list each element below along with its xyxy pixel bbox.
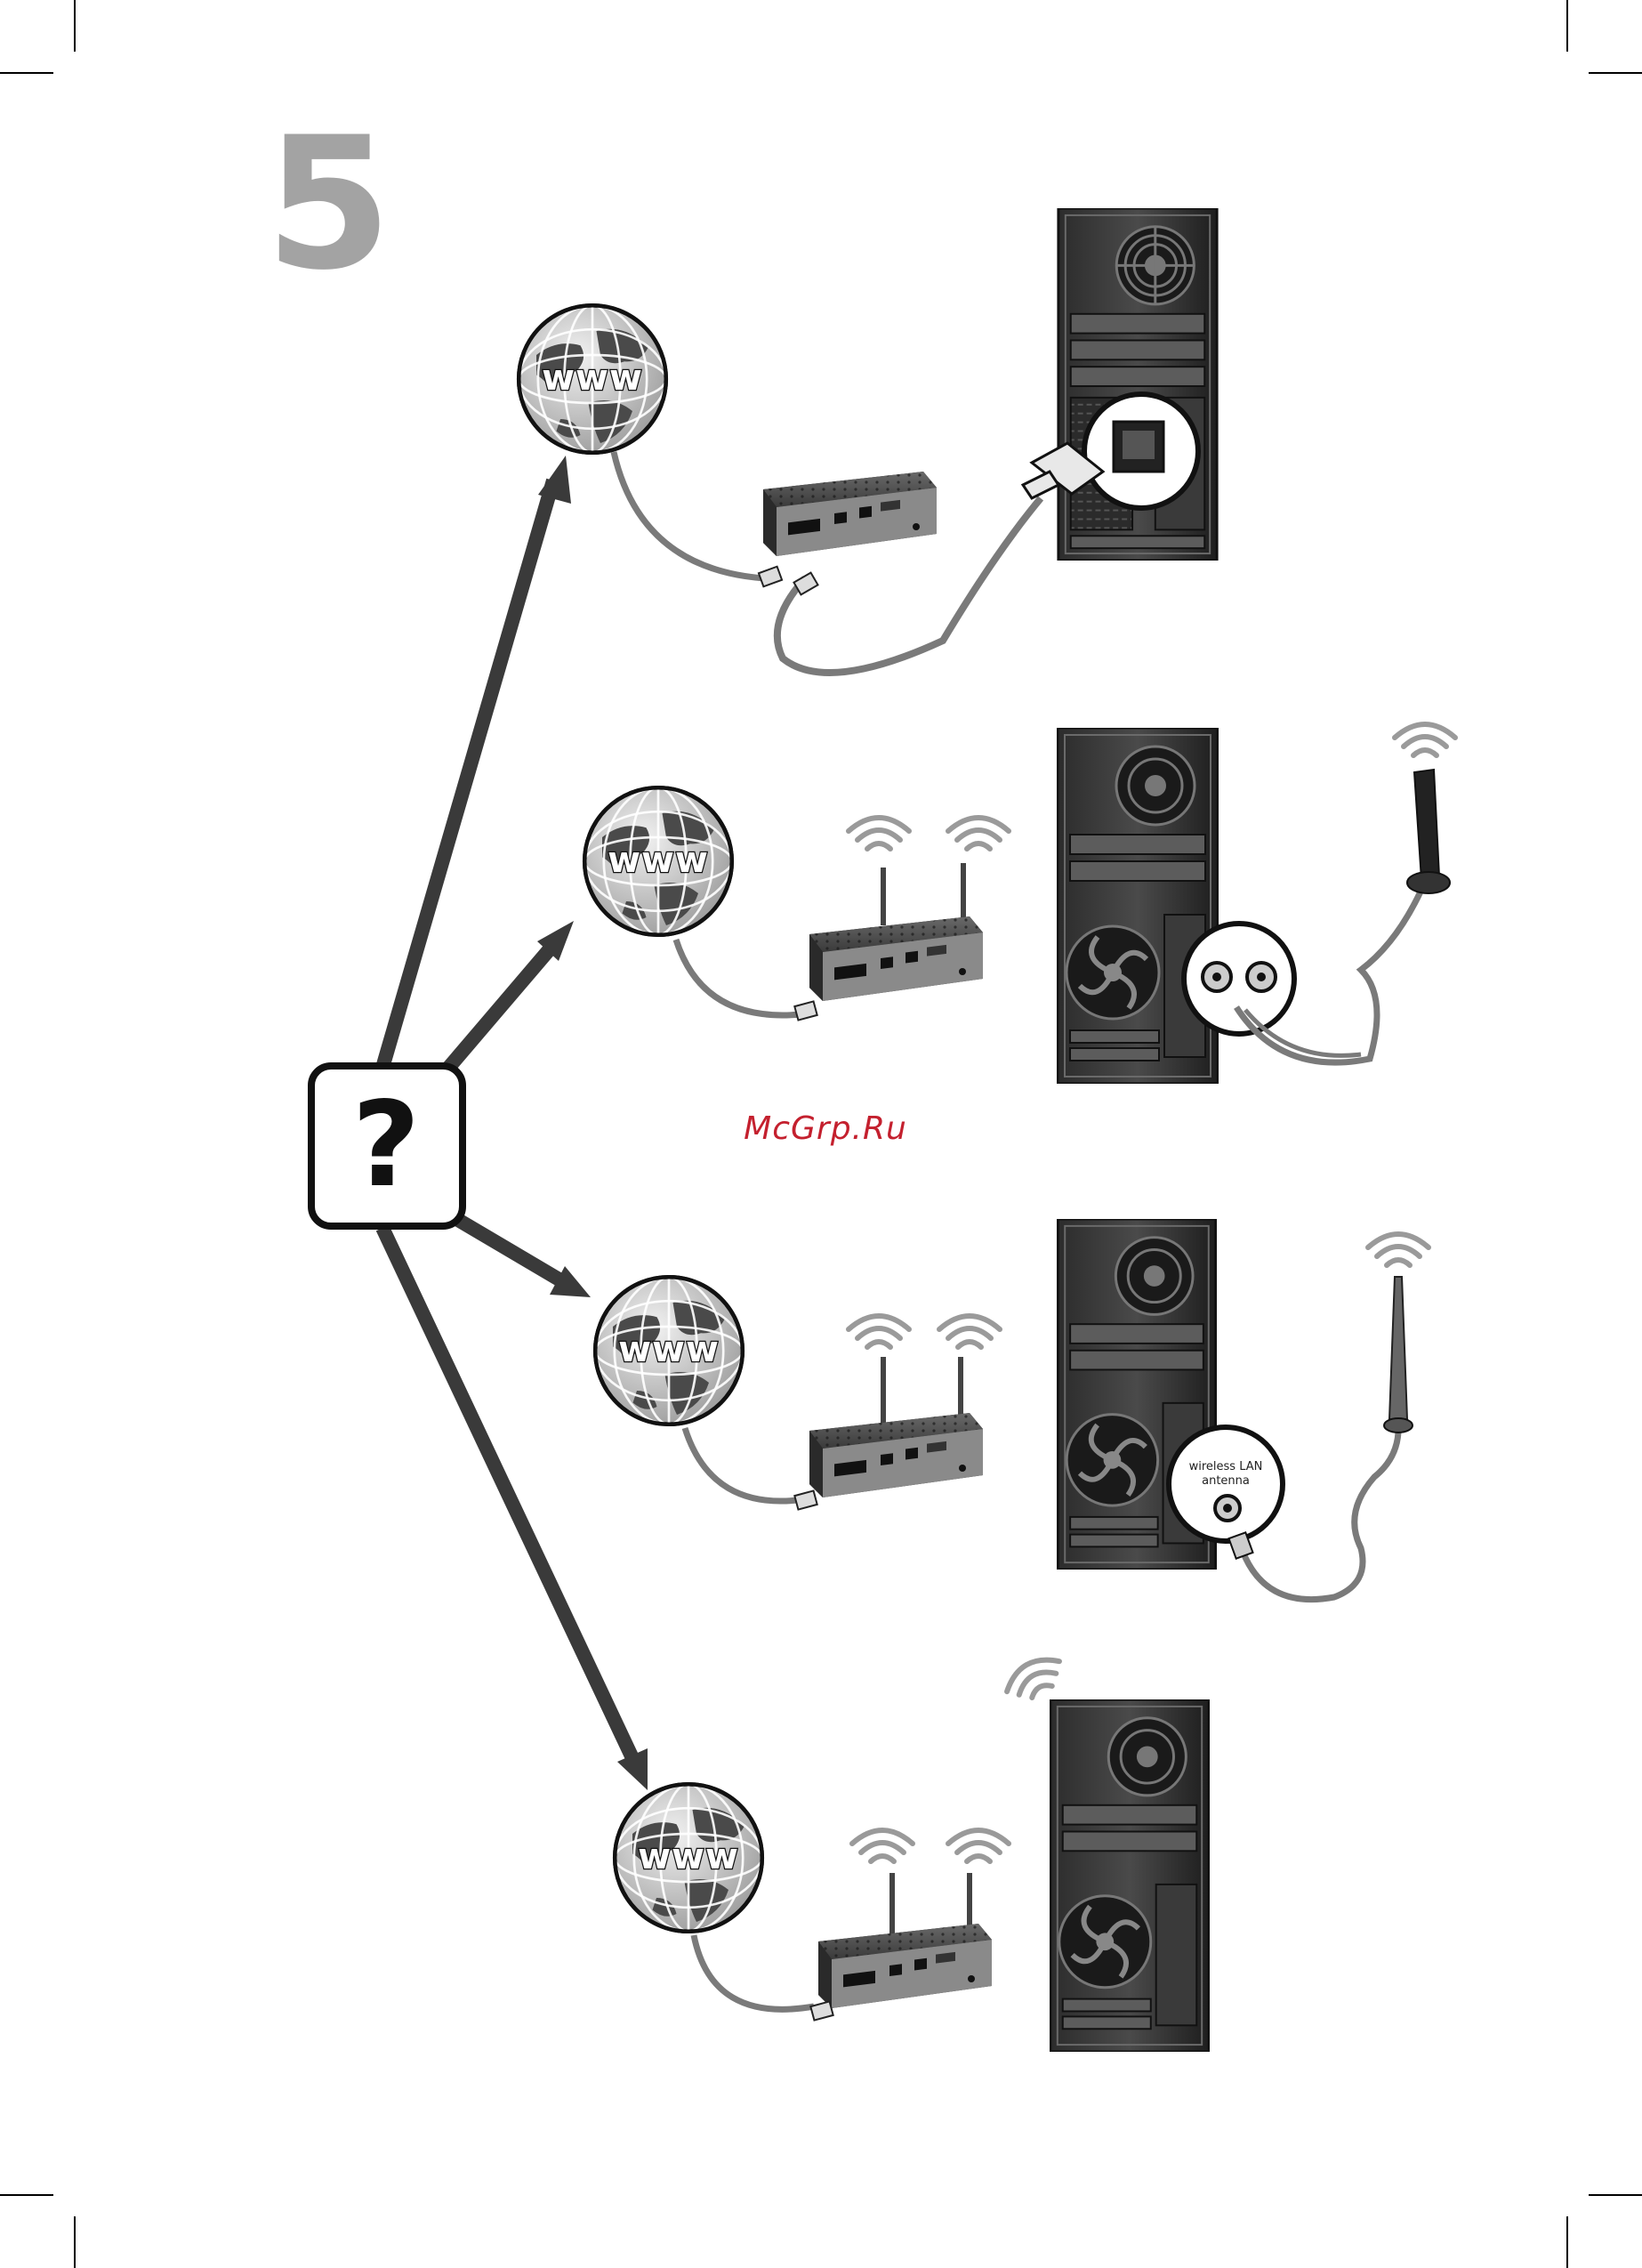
wifi-signal-icon: [849, 818, 909, 849]
external-antenna-icon: [1414, 770, 1439, 879]
wifi-signal-icon: [948, 1830, 1009, 1861]
antenna-label-line1: wireless LAN: [1177, 1460, 1275, 1474]
modem-icon: [763, 472, 937, 556]
antenna-port-callout: [1184, 924, 1294, 1034]
globe-label: www: [593, 1329, 745, 1370]
step-number: 5: [265, 114, 392, 296]
option-wireless-dual-antenna: [584, 724, 1455, 1084]
computer-tower-icon: [1058, 728, 1218, 1084]
wireless-router-icon: [809, 1413, 983, 1497]
globe-label: www: [583, 840, 734, 881]
question-mark-icon: ?: [310, 1065, 462, 1225]
computer-tower-icon: [1050, 1699, 1209, 2052]
wifi-signal-icon: [948, 818, 1009, 849]
wifi-signal-icon: [1368, 1234, 1429, 1265]
antenna-label-line2: antenna: [1177, 1474, 1275, 1489]
wifi-signal-icon: [1395, 724, 1455, 755]
external-antenna-icon: [1389, 1277, 1407, 1419]
watermark: McGrp.Ru: [736, 1110, 914, 1147]
wifi-signal-icon: [1001, 1650, 1068, 1707]
option-wireless-single-antenna: [595, 1219, 1429, 1600]
wifi-signal-icon: [939, 1316, 1000, 1347]
wifi-signal-icon: [852, 1830, 913, 1861]
wireless-router-icon: [818, 1924, 992, 2008]
wireless-router-icon: [809, 916, 983, 1001]
wireless-lan-antenna-label: wireless LAN antenna: [1177, 1460, 1275, 1489]
globe-label: www: [517, 358, 668, 399]
wifi-signal-icon: [849, 1316, 909, 1347]
globe-label: www: [613, 1836, 764, 1877]
option-wired: [519, 208, 1217, 673]
